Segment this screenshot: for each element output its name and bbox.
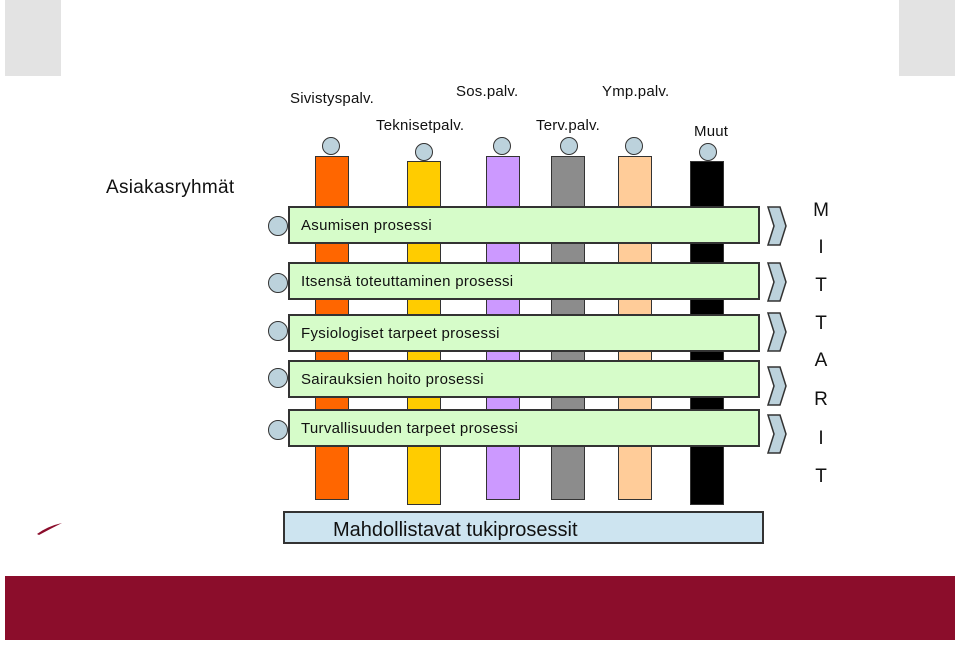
- department-label-sospalv: Sos.palv.: [456, 83, 519, 100]
- process-turvallisuuden-tarpeet: Turvallisuuden tarpeet prosessi: [288, 409, 760, 447]
- process-circle: [268, 321, 288, 341]
- footer-band: [5, 576, 955, 640]
- process-arrow-icon: [767, 366, 787, 406]
- department-circle: [493, 137, 511, 155]
- process-arrow-icon: [767, 206, 787, 246]
- department-circle: [415, 143, 433, 161]
- logo-swoosh-icon: [37, 523, 62, 535]
- process-arrow-icon: [767, 414, 787, 454]
- process-sairauksien-hoito: Sairauksien hoito prosessi: [288, 360, 760, 398]
- metrics-letter: T: [815, 313, 827, 334]
- process-circle: [268, 368, 288, 388]
- metrics-letter: A: [814, 350, 828, 371]
- metrics-letter: R: [814, 389, 828, 410]
- corner-decoration-left: [5, 0, 61, 76]
- process-asumisen: Asumisen prosessi: [288, 206, 760, 244]
- department-circle: [625, 137, 643, 155]
- department-label-ymppalv: Ymp.palv.: [602, 83, 670, 100]
- corner-decoration-right: [899, 0, 955, 76]
- process-itsensa-toteuttaminen: Itsensä toteuttaminen prosessi: [288, 262, 760, 300]
- metrics-letter: T: [815, 466, 827, 487]
- process-fysiologiset-tarpeet: Fysiologiset tarpeet prosessi: [288, 314, 760, 352]
- metrics-letter: I: [818, 237, 824, 258]
- department-circle: [322, 137, 340, 155]
- metrics-letter: I: [818, 428, 824, 449]
- process-arrow-icon: [767, 262, 787, 302]
- department-label-tervpalv: Terv.palv.: [536, 117, 600, 134]
- process-arrow-icon: [767, 312, 787, 352]
- metrics-letter: T: [815, 275, 827, 296]
- department-label-muut: Muut: [694, 123, 729, 140]
- customer-groups-label: Asiakasryhmät: [106, 177, 235, 198]
- support-processes-label: Mahdollistavat tukiprosessit: [333, 519, 578, 541]
- department-label-teknisetpalv: Teknisetpalv.: [376, 117, 465, 134]
- department-label-sivistyspalv: Sivistyspalv.: [290, 90, 375, 107]
- metrics-letter: M: [813, 200, 829, 221]
- process-circle: [268, 273, 288, 293]
- department-circle: [560, 137, 578, 155]
- process-circle: [268, 420, 288, 440]
- support-processes-box: Mahdollistavat tukiprosessit: [283, 511, 764, 544]
- department-circle: [699, 143, 717, 161]
- process-circle: [268, 216, 288, 236]
